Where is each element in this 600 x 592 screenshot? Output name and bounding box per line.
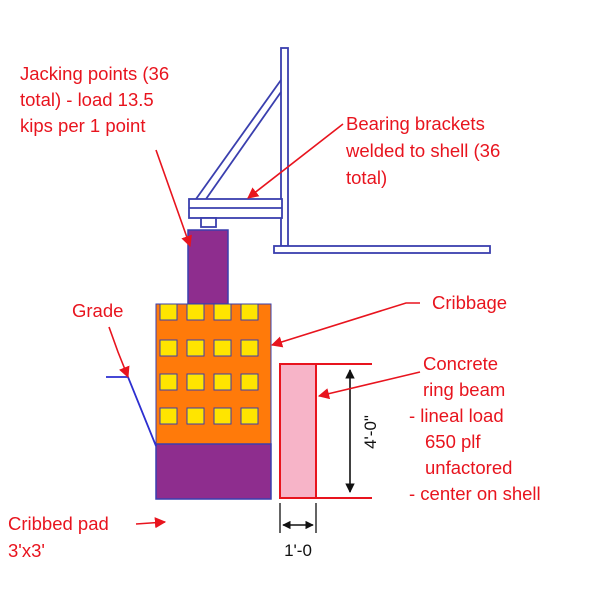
cribbed-pad-leader [135, 517, 167, 529]
cribbed-pad-label: Cribbed pad 3'x3' [8, 513, 114, 561]
crib-block [159, 303, 178, 321]
bracket-brace [195, 79, 282, 200]
crib-block [240, 339, 259, 357]
crib-block [213, 339, 232, 357]
crib-block [213, 303, 232, 321]
cribbed-pad [155, 443, 272, 500]
bearing-brackets-label: Bearing brackets welded to shell (36 tot… [345, 113, 505, 188]
bracket-brace-inner [205, 91, 282, 200]
tank-shell-structure [188, 47, 491, 254]
bearing-brackets-leader [247, 123, 344, 199]
concrete-ring-beam-label: Concrete ring beam - lineal load 650 plf… [409, 353, 541, 504]
width-dimension: 1'-0 [279, 503, 317, 560]
hydraulic-jack [187, 229, 229, 305]
crib-block [213, 407, 232, 425]
height-dimension-text: 4'-0" [361, 415, 380, 449]
grade-label: Grade [72, 300, 123, 321]
crib-block [186, 303, 205, 321]
crib-block [186, 339, 205, 357]
jack-cap [200, 217, 217, 228]
crib-block [186, 373, 205, 391]
crib-block [186, 407, 205, 425]
cribbage-stack [155, 303, 272, 446]
width-dimension-text: 1'-0 [284, 541, 312, 560]
cribbage-label: Cribbage [432, 292, 507, 313]
crib-block [159, 373, 178, 391]
jacking-points-label: Jacking points (36 total) - load 13.5 ki… [20, 63, 174, 136]
leader-arrows [108, 123, 421, 529]
height-dimension: 4'-0" [345, 369, 380, 493]
crib-block [240, 373, 259, 391]
tank-bottom-plate [273, 245, 491, 254]
ring-beam-leader [317, 371, 421, 400]
concrete-ring-beam [279, 363, 372, 499]
crib-block [240, 407, 259, 425]
crib-block [213, 373, 232, 391]
jacking-points-leader [155, 149, 192, 248]
crib-block [240, 303, 259, 321]
cribbage-leader [270, 302, 420, 348]
crib-block [159, 407, 178, 425]
grade-line [106, 376, 157, 447]
grade-leader [108, 326, 130, 379]
crib-block [159, 339, 178, 357]
